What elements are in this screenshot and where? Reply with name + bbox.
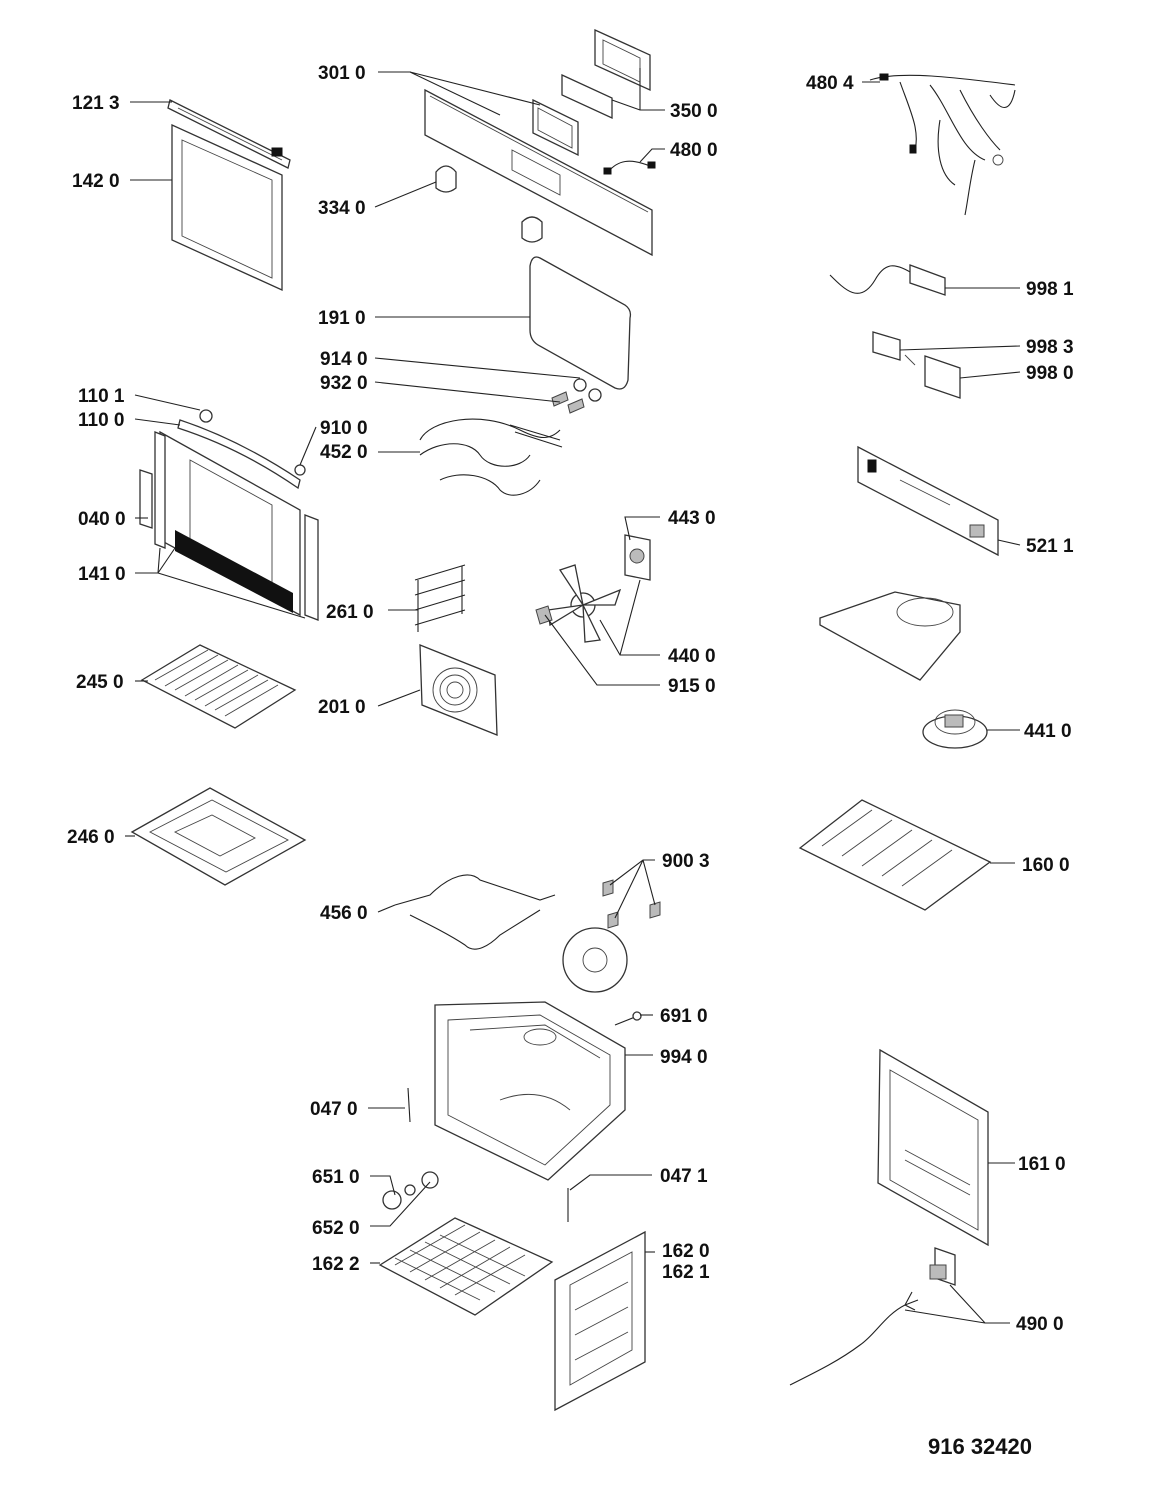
- label-490-0: 490 0: [1016, 1314, 1064, 1335]
- small-cable-part: [603, 160, 656, 175]
- label-998-3: 998 3: [1026, 337, 1074, 358]
- label-110-1: 110 1: [78, 386, 125, 407]
- door-gasket-part: [529, 256, 632, 390]
- label-441-0: 441 0: [1024, 721, 1072, 742]
- side-liner-part: [554, 1230, 646, 1412]
- label-142-0: 142 0: [72, 171, 120, 192]
- leader-lines: [125, 68, 1021, 1324]
- inner-door-part: [139, 409, 319, 621]
- wire-shelf-part: [140, 644, 297, 729]
- label-350-0: 350 0: [670, 101, 718, 122]
- grill-element-part: [419, 418, 563, 496]
- fan-disk-part: [562, 879, 661, 993]
- module-part: [872, 331, 961, 399]
- label-914-0: 914 0: [320, 349, 368, 370]
- label-452-0: 452 0: [320, 442, 368, 463]
- fan-cover-part: [419, 644, 498, 736]
- label-301-0: 301 0: [318, 63, 366, 84]
- oven-shelf-part: [378, 1217, 554, 1316]
- fan-blade-part: [535, 564, 622, 643]
- outer-door-glass-part: [171, 123, 283, 292]
- control-panel-part: [424, 88, 653, 257]
- deep-tray-part: [130, 787, 307, 886]
- label-162-0: 162 0: [662, 1241, 710, 1262]
- label-047-0: 047 0: [310, 1099, 358, 1120]
- label-456-0: 456 0: [320, 903, 368, 924]
- label-261-0: 261 0: [326, 602, 374, 623]
- label-998-0: 998 0: [1026, 363, 1074, 384]
- label-900-3: 900 3: [662, 851, 710, 872]
- label-932-0: 932 0: [320, 373, 368, 394]
- terminal-block-part: [789, 1247, 956, 1386]
- label-334-0: 334 0: [318, 198, 366, 219]
- sensor-part: [407, 1087, 569, 1222]
- cable-plug-part: [829, 264, 946, 296]
- part-labels: 121 3 142 0 301 0 350 0 480 0 334 0 480 …: [67, 63, 1074, 1459]
- wiring-harness-part: [869, 73, 1016, 216]
- label-110-0: 110 0: [78, 410, 125, 431]
- label-246-0: 246 0: [67, 827, 115, 848]
- label-994-0: 994 0: [660, 1047, 708, 1068]
- label-691-0: 691 0: [660, 1006, 708, 1027]
- label-201-0: 201 0: [318, 697, 366, 718]
- lower-element-part: [394, 874, 556, 950]
- label-141-0: 141 0: [78, 564, 126, 585]
- label-652-0: 652 0: [312, 1218, 360, 1239]
- label-162-1: 162 1: [662, 1262, 710, 1283]
- label-121-3: 121 3: [72, 93, 120, 114]
- label-521-1: 521 1: [1026, 536, 1074, 557]
- label-480-0: 480 0: [670, 140, 718, 161]
- lamp-part: [382, 1171, 439, 1210]
- label-191-0: 191 0: [318, 308, 366, 329]
- label-160-0: 160 0: [1022, 855, 1070, 876]
- rear-panel-part: [877, 1048, 989, 1247]
- display-bracket-part: [532, 28, 651, 157]
- label-162-2: 162 2: [312, 1254, 360, 1275]
- label-998-1: 998 1: [1026, 279, 1074, 300]
- door-top-trim-part: [167, 99, 291, 169]
- fan-shaft-part: [614, 1011, 642, 1026]
- label-040-0: 040 0: [78, 509, 126, 530]
- label-910-0: 910 0: [320, 418, 368, 439]
- label-480-4: 480 4: [806, 73, 854, 94]
- knob-part: [435, 165, 543, 243]
- electronic-board-part: [857, 445, 999, 557]
- label-651-0: 651 0: [312, 1167, 360, 1188]
- model-code: 916 32420: [928, 1434, 1032, 1459]
- label-161-0: 161 0: [1018, 1154, 1066, 1175]
- baking-tray-part: [798, 799, 992, 911]
- label-443-0: 443 0: [668, 508, 716, 529]
- oven-cavity-part: [434, 1001, 626, 1181]
- label-245-0: 245 0: [76, 672, 124, 693]
- cooling-fan-part: [922, 709, 988, 749]
- label-915-0: 915 0: [668, 676, 716, 697]
- label-440-0: 440 0: [668, 646, 716, 667]
- fan-housing-part: [819, 591, 961, 681]
- label-047-1: 047 1: [660, 1166, 708, 1187]
- side-rack-part: [414, 564, 466, 632]
- lamp-holders-part: [551, 378, 602, 414]
- fan-motor-part: [624, 534, 651, 581]
